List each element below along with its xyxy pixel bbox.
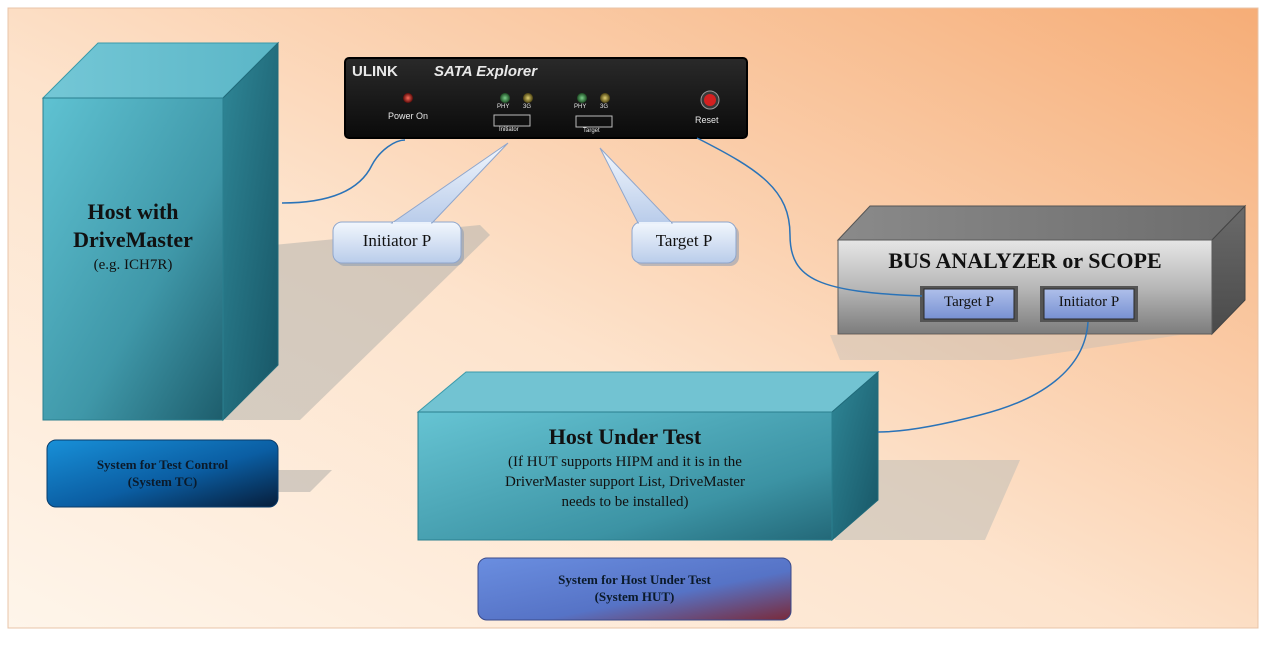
initiator-callout-label: Initiator P [362, 231, 432, 250]
analyzer-port-initiator-label: Initiator P [1058, 294, 1120, 310]
system-hut-badge [477, 557, 792, 621]
phy-label-initiator: PHY [497, 104, 510, 110]
analyzer-shadow [830, 335, 1180, 360]
analyzer-title: BUS ANALYZER or SCOPE [888, 248, 1162, 273]
system-hut-badge-line1: System for Host Under Test [558, 572, 711, 587]
badge-tc-shadow [278, 470, 332, 492]
host-tc-box [41, 41, 280, 422]
3g-label-target: 3G [600, 104, 609, 110]
power-led-label: Power On [388, 111, 429, 121]
analyzer-port-target-label: Target P [944, 294, 994, 310]
3g-label-initiator: 3G [523, 104, 532, 110]
host-tc-subtitle: (e.g. ICH7R) [93, 257, 173, 273]
target-callout [599, 147, 739, 266]
system-tc-badge-line2: (System TC) [127, 474, 198, 489]
host-tc-shadow [222, 225, 490, 420]
host-tc-title: Host with DriveMaster [43, 198, 223, 254]
initiator-port-slot [493, 114, 531, 127]
device-model: SATA Explorer [434, 63, 538, 80]
analyzer-port-target[interactable] [923, 288, 1015, 320]
target-port-slot [575, 115, 613, 128]
cable-device-to-analyzer [696, 137, 923, 297]
hut-description-line2: DriverMaster support List, DriveMaster [505, 474, 745, 490]
initiator-port-label: Initiator [499, 127, 519, 133]
system-hut-badge-text: System for Host Under Test (System HUT) [478, 571, 791, 605]
reset-label: Reset [695, 115, 719, 125]
phy-led-initiator [500, 93, 510, 103]
host-tc-title-line2: DriveMaster [73, 227, 193, 252]
3g-led-target [600, 93, 610, 103]
hut-description: (If HUT supports HIPM and it is in the D… [418, 452, 832, 512]
target-port-label: Target [583, 128, 600, 134]
system-tc-badge [46, 439, 279, 508]
device-brand: ULINK [352, 63, 398, 80]
analyzer-port-initiator[interactable] [1043, 288, 1135, 320]
host-tc-title-line1: Host with [87, 199, 179, 224]
target-callout-label: Target P [655, 231, 713, 250]
cable-analyzer-to-hut [877, 321, 1089, 433]
hut-description-line1: (If HUT supports HIPM and it is in the [508, 454, 742, 470]
hut-description-line3: needs to be installed) [561, 494, 689, 510]
hut-box [416, 370, 880, 542]
phy-led-target [577, 93, 587, 103]
power-led [403, 93, 413, 103]
cable-host-to-device [281, 139, 406, 204]
initiator-callout [332, 142, 509, 266]
system-tc-badge-text: System for Test Control (System TC) [47, 456, 278, 490]
phy-label-target: PHY [574, 104, 587, 110]
reset-button[interactable] [704, 94, 716, 106]
hut-title: Host Under Test [548, 424, 702, 449]
system-tc-badge-line1: System for Test Control [96, 457, 229, 472]
system-hut-badge-line2: (System HUT) [594, 589, 675, 604]
3g-led-initiator [523, 93, 533, 103]
hut-shadow [835, 460, 1020, 540]
sata-explorer-device [344, 57, 748, 139]
